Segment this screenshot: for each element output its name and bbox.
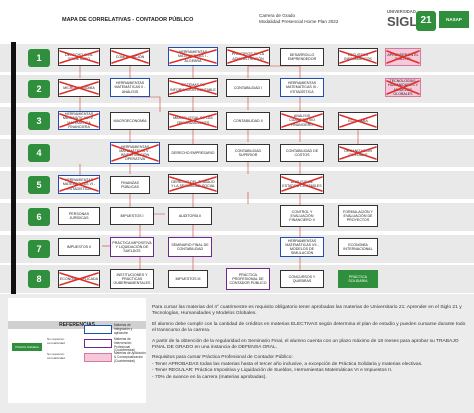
semester-label-8: 8 [28, 270, 50, 288]
cross-mark [227, 49, 269, 64]
crossed-out-marks [59, 49, 420, 286]
cross-mark [386, 80, 420, 95]
legend-no-correlatividad-1: No requieren correlatividad [47, 337, 65, 345]
subject-practica-profesional: PRÁCTICA PROFESIONAL DE CONTADOR PÚBLICO [226, 268, 270, 290]
subject-impuestos-3: IMPUESTOS III [168, 270, 208, 288]
subject-economia-internacional: ECONOMÍA INTERNACIONAL [338, 238, 378, 256]
logo-nasap-badge: NASAP [439, 11, 469, 28]
cross-mark [59, 177, 99, 192]
subject-derecho-empresario: DERECHO EMPRESARIO [168, 144, 218, 162]
link [130, 96, 161, 112]
semester-label-6: 6 [28, 208, 50, 226]
subject-impuestos-2: IMPUESTOS II [58, 238, 100, 256]
subject-instituciones-gubernamentales: INSTITUCIONES Y PRÁCTICAS GUBERNAMENTALE… [110, 269, 154, 289]
correlativity-diagram: 1 2 3 4 5 6 7 8 [0, 42, 474, 294]
subject-personas-juridicas: PERSONAS JURÍDICAS [58, 207, 100, 225]
cross-mark [59, 272, 99, 286]
cross-mark [169, 49, 217, 64]
subject-control-evaluacion: CONTROL Y EVALUACIÓN FINANCIERO II [280, 205, 324, 227]
subject-practica-solidaria: PRÁCTICA SOLIDARIA [338, 270, 378, 288]
cross-mark [169, 113, 217, 128]
references-title: REFERENCIAS [8, 321, 146, 329]
notes-text: Para cursar las materias del 4° cuatrime… [152, 305, 470, 381]
cross-mark [339, 114, 377, 128]
legend-label-aplicacion: Materias de Aplicación & Conceptualizaci… [114, 351, 146, 363]
note-paragraph-3: A partir de la obtención de la regularid… [152, 338, 459, 351]
cross-mark [169, 80, 217, 95]
legend-practica-solidaria: Práctica Solidaria [12, 343, 42, 351]
note-paragraph-2: El alumno debe cumplir con la cantidad d… [152, 321, 466, 334]
subject-contabilidad-costos: CONTABILIDAD DE COSTOS [280, 144, 324, 162]
cross-mark [59, 113, 99, 128]
semester-label-3: 3 [28, 112, 50, 130]
header: MAPA DE CORRELATIVAS - CONTADOR PÚBLICO … [0, 0, 474, 42]
timeline-bar [11, 42, 16, 294]
note-paragraph-5: - Tener APROBADAS todas las materias has… [152, 361, 423, 367]
note-paragraph-1: Para cursar las materias del 4° cuatrime… [152, 305, 462, 317]
subject-impuestos-1: IMPUESTOS I [110, 207, 154, 225]
note-paragraph-4: Requisitos para cursar Práctica Profesio… [152, 355, 293, 361]
semester-label-5: 5 [28, 176, 50, 194]
page-subtitle: Carrera de Grado Modalidad Presencial Ho… [259, 13, 338, 25]
subject-contabilidad-superior: CONTABILIDAD SUPERIOR [226, 144, 270, 162]
logo-university-text: UNIVERSIDAD [387, 9, 416, 14]
subject-contabilidad-1: CONTABILIDAD I [226, 79, 270, 97]
page-title: MAPA DE CORRELATIVAS - CONTADOR PÚBLICO [62, 17, 194, 23]
cross-mark [339, 50, 377, 64]
logo-21-badge: 21 [416, 11, 436, 31]
subtitle-modality: Modalidad Presencial Home Plan 2022 [259, 19, 339, 24]
subject-concursos-quiebras: CONCURSOS Y QUIEBRAS [280, 270, 324, 288]
subject-macroeconomia: MACROECONOMÍA [110, 112, 150, 130]
semester-label-1: 1 [28, 49, 50, 67]
cross-mark [59, 50, 99, 64]
subject-auditoria-2: AUDITORÍA II [168, 207, 212, 225]
cross-mark [59, 81, 99, 95]
legend-swatch-purple [84, 339, 112, 348]
semester-label-4: 4 [28, 144, 50, 162]
legend-swatch-pink [84, 353, 112, 362]
subject-herramientas-2: HERRAMIENTAS MATEMÁTICAS II - ANÁLISIS [110, 78, 150, 97]
cross-mark [169, 176, 217, 192]
subtitle-career: Carrera de Grado [259, 13, 296, 18]
cross-mark [111, 144, 159, 162]
subject-finanzas-publicas: FINANZAS PÚBLICAS [110, 176, 150, 194]
semester-label-2: 2 [28, 80, 50, 98]
note-paragraph-7: - 70% de avance en la carrera (materias … [152, 374, 267, 380]
cross-mark [281, 176, 323, 192]
legend-label-intervencion: Materias de Intervención Profesional (Cu… [114, 337, 136, 353]
footer-section: REFERENCIAS Práctica Solidaria No requie… [0, 294, 474, 413]
cross-mark [281, 113, 323, 128]
subject-practica-impositiva: PRÁCTICA IMPOSITIVA Y LIQUIDACIÓN DE SUE… [110, 237, 154, 257]
subject-herramientas-3: HERRAMIENTAS MATEMÁTICAS III - ESTADÍSTI… [280, 78, 324, 97]
note-paragraph-6: - Tener REGULAR: Práctica Impositiva y L… [152, 368, 393, 374]
cross-mark [386, 50, 420, 64]
subject-formulacion-proyectos: FORMULACIÓN Y EVALUACIÓN DE PROYECTOS [338, 205, 378, 227]
subject-contabilidad-2: CONTABILIDAD II [226, 112, 270, 130]
subject-desarrollo-emprendedor: DESARROLLO EMPRENDEDOR [280, 48, 324, 66]
cross-mark [111, 50, 149, 64]
subject-herramientas-7: HERRAMIENTAS MATEMÁTICAS VII - MODELOS D… [280, 237, 324, 257]
subject-seminario-final: SEMINARIO FINAL DE CONTABILIDAD [168, 237, 212, 257]
legend-swatch-blue [84, 325, 112, 334]
semester-label-7: 7 [28, 240, 50, 258]
cross-mark [339, 146, 377, 160]
legend-no-correlatividad-2: No requieren correlatividad [47, 352, 65, 360]
legend-label-integracion: Materias de Integración y aplicación [114, 323, 133, 335]
